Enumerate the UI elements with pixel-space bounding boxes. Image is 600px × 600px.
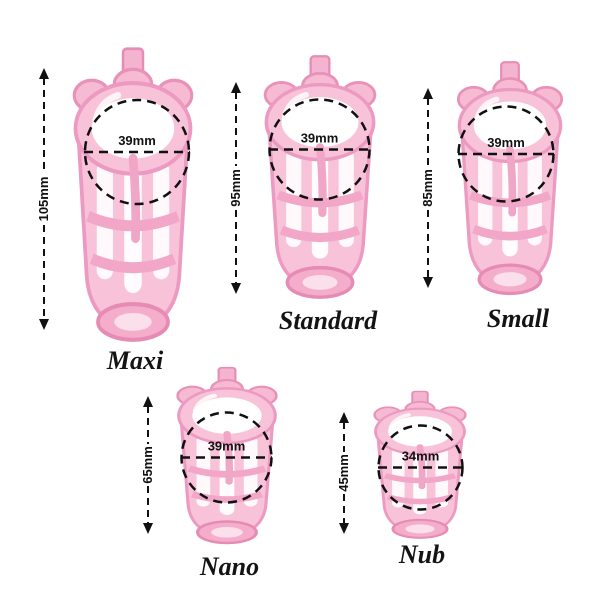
- arrowhead-down-icon: [39, 319, 49, 330]
- arrowhead-down-icon: [423, 277, 433, 288]
- length-measure-maxi: 105mm: [36, 68, 51, 330]
- length-label-nub: 45mm: [336, 454, 351, 492]
- diameter-label-maxi: 39mm: [118, 133, 156, 148]
- arrowhead-up-icon: [423, 88, 433, 99]
- diameter-annotation-nub: 34mm: [377, 424, 464, 511]
- arrowhead-down-icon: [231, 283, 241, 294]
- diameter-label-small: 39mm: [487, 135, 525, 150]
- length-measure-small: 85mm: [420, 88, 435, 288]
- length-label-standard: 95mm: [228, 169, 243, 207]
- diameter-label-standard: 39mm: [301, 131, 339, 146]
- arrowhead-up-icon: [339, 412, 349, 423]
- product-name-nano: Nano: [199, 552, 260, 581]
- arrowhead-up-icon: [143, 396, 153, 407]
- diameter-annotation-maxi: 39mm: [83, 98, 191, 206]
- length-measure-standard: 95mm: [228, 82, 243, 294]
- length-label-maxi: 105mm: [36, 177, 51, 222]
- arrowhead-down-icon: [143, 523, 153, 534]
- length-measure-nub: 45mm: [336, 412, 351, 534]
- diameter-annotation-nano: 39mm: [180, 411, 273, 504]
- product-name-maxi: Maxi: [106, 346, 164, 375]
- product-name-small: Small: [486, 304, 550, 333]
- arrowhead-up-icon: [231, 82, 241, 93]
- diameter-annotation-standard: 39mm: [268, 98, 371, 201]
- arrowhead-up-icon: [39, 68, 49, 79]
- arrowhead-down-icon: [339, 523, 349, 534]
- diameter-label-nub: 34mm: [402, 449, 440, 464]
- length-label-nano: 65mm: [140, 446, 155, 484]
- product-name-standard: Standard: [278, 306, 378, 335]
- length-label-small: 85mm: [420, 169, 435, 207]
- diameter-annotation-small: 39mm: [457, 105, 555, 203]
- length-measure-nano: 65mm: [140, 396, 155, 534]
- diameter-circle: [377, 424, 464, 511]
- product-name-nub: Nub: [398, 540, 446, 569]
- diameter-label-nano: 39mm: [208, 439, 246, 454]
